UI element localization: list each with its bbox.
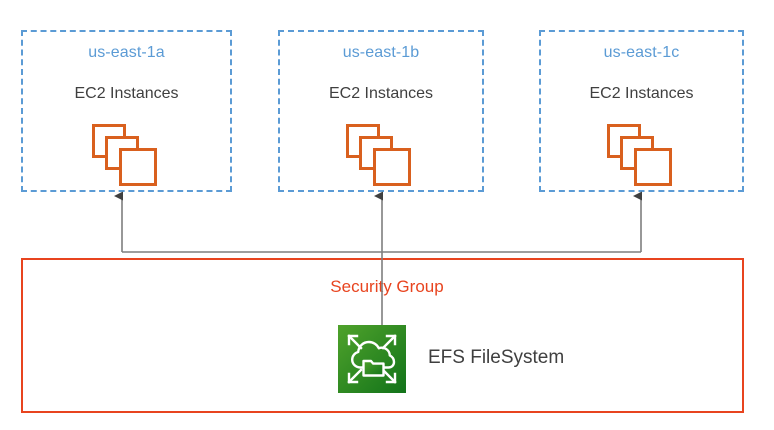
efs-cloud-shape <box>351 340 396 369</box>
efs-filesystem-icon <box>338 325 406 393</box>
az-title-us-east-1a: us-east-1a <box>88 44 165 61</box>
az-resource-label-us-east-1c: EC2 Instances <box>589 85 694 102</box>
ec2-instances-icon <box>91 124 162 186</box>
availability-zone-us-east-1c: us-east-1c EC2 Instances <box>539 30 744 192</box>
availability-zone-us-east-1b: us-east-1b EC2 Instances <box>278 30 484 192</box>
az-resource-label-us-east-1a: EC2 Instances <box>74 85 179 102</box>
efs-folder-shape <box>362 359 385 377</box>
security-group-label: Security Group <box>330 277 444 296</box>
availability-zone-us-east-1a: us-east-1a EC2 Instances <box>21 30 232 192</box>
ec2-square-front <box>633 148 672 186</box>
az-title-us-east-1c: us-east-1c <box>603 44 680 61</box>
az-resource-label-us-east-1b: EC2 Instances <box>328 85 434 102</box>
ec2-instances-icon <box>606 124 677 186</box>
ec2-square-front <box>373 148 411 186</box>
efs-filesystem-label: EFS FileSystem <box>428 347 565 368</box>
ec2-square-front <box>118 148 157 186</box>
efs-expansion-arrows <box>347 334 397 384</box>
az-title-us-east-1b: us-east-1b <box>342 44 420 61</box>
ec2-instances-icon <box>346 124 416 186</box>
